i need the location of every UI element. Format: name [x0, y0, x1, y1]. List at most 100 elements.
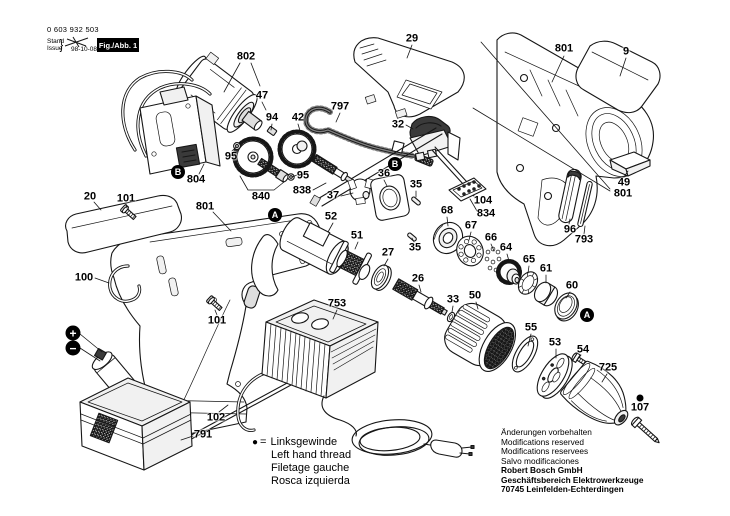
legend-line-en: Left hand thread	[271, 449, 352, 461]
part-label-802-0: 802	[236, 50, 256, 63]
part-label-42-3: 42	[291, 111, 305, 124]
clip-100	[108, 264, 142, 303]
part-label-104-18: 104	[473, 194, 493, 207]
part-label-33-35: 33	[446, 293, 460, 306]
part-label-753-49: 753	[327, 297, 347, 310]
detail-ref-badge-a-3: A	[580, 308, 594, 322]
part-label-94-2: 94	[265, 111, 279, 124]
part-label-26-34: 26	[411, 272, 425, 285]
part-label-66-22: 66	[484, 231, 498, 244]
stand-label: Stand	[47, 38, 64, 45]
part-label-49-29: 49	[617, 176, 631, 189]
part-label-61-25: 61	[539, 262, 553, 275]
pin-35-upper	[411, 196, 421, 206]
contact-plate-104	[448, 177, 487, 202]
part-label-95-4: 95	[224, 150, 238, 163]
note-de: Änderungen vorbehalten	[501, 427, 592, 437]
note-es: Salvo modificaciones	[501, 455, 579, 466]
bushing-68	[432, 221, 464, 255]
shaft-838	[311, 154, 354, 184]
stand-issue-brace: }	[59, 36, 64, 52]
left-hand-thread-dot-icon: ●	[252, 437, 259, 448]
legend-line-es: Rosca izquierda	[271, 475, 350, 487]
part-label-838-8: 838	[292, 184, 312, 197]
pin-35-lower	[407, 232, 417, 242]
note-fr: Modifications reservees	[501, 446, 589, 456]
legend-line-fr: Filetage gauche	[271, 462, 350, 474]
footer-block: Änderungen vorbehalten Modifications res…	[501, 427, 644, 495]
part-label-37-9: 37	[326, 189, 340, 202]
screw-101-top	[120, 204, 137, 221]
part-label-54-39: 54	[576, 343, 590, 356]
power-plug	[430, 439, 463, 458]
part-label-47-1: 47	[255, 89, 269, 102]
part-label-95-7: 95	[296, 169, 310, 182]
part-label-793-28: 793	[574, 233, 594, 246]
polarity-badge-0: +	[65, 325, 81, 341]
part-label-797-11: 797	[330, 100, 350, 113]
part-label-64-23: 64	[499, 241, 513, 254]
flange-disc-53	[536, 353, 573, 399]
polarity-badge-1: −	[65, 340, 81, 356]
chuck-725	[560, 360, 629, 426]
part-label-50-36: 50	[468, 289, 482, 302]
housing-panel-20	[65, 194, 182, 254]
gear-hub-64	[496, 259, 522, 285]
ring-plate-36	[370, 174, 410, 221]
battery-contact	[93, 347, 107, 361]
washer-stack-60	[554, 292, 579, 322]
issue-date: 98-10-08	[71, 46, 98, 53]
part-label-725-40: 725	[598, 361, 618, 374]
housing-panel-9	[575, 40, 661, 114]
part-label-801-44: 801	[195, 200, 215, 213]
part-label-53-38: 53	[548, 336, 562, 349]
insert-96	[558, 168, 582, 224]
legend-equals: =	[260, 436, 267, 448]
part-label-36-15: 36	[377, 167, 391, 180]
sleeve-61	[533, 281, 559, 307]
leader-lines	[79, 41, 629, 441]
motor-cover-29	[353, 37, 465, 119]
part-label-32-12: 32	[391, 118, 405, 131]
part-label-101-43: 101	[116, 192, 136, 205]
screw-101-bottom	[206, 295, 223, 312]
part-label-27-33: 27	[381, 246, 395, 259]
note-en: Modifications reserved	[501, 436, 585, 447]
part-label-107-41: 107	[630, 401, 650, 414]
charger-753	[261, 299, 379, 399]
document-part-number: 0 603 932 503	[47, 25, 99, 34]
part-label-51-32: 51	[350, 229, 364, 242]
part-label-801-13: 801	[554, 42, 574, 55]
carrier-37	[347, 178, 374, 205]
ball-bearing-67	[456, 235, 484, 267]
crossed-out-date-scribble	[64, 36, 89, 48]
part-label-55-37: 55	[524, 321, 538, 334]
part-label-791-48: 791	[193, 428, 213, 441]
detail-ref-badge-a-2: A	[268, 208, 282, 222]
spindle-26	[392, 278, 448, 316]
part-label-834-19: 834	[476, 207, 496, 220]
left-hand-thread-marker-0	[636, 394, 644, 402]
wire-bail	[121, 69, 212, 158]
part-label-35-17: 35	[408, 241, 422, 254]
part-label-840-6: 840	[251, 190, 271, 203]
part-label-68-20: 68	[440, 204, 454, 217]
part-label-801-30: 801	[613, 187, 633, 200]
motor-802	[175, 51, 263, 133]
clutch-ring-50	[444, 302, 517, 372]
part-label-96-27: 96	[563, 223, 577, 236]
legend-line-de: Linksgewinde	[270, 436, 338, 448]
switch-module-804	[139, 86, 221, 175]
charger-cable	[321, 395, 475, 458]
detail-ref-badge-b-0: B	[171, 165, 185, 179]
issue-label: Issue	[47, 45, 63, 52]
part-label-9-14: 9	[622, 45, 630, 58]
strap-797	[303, 105, 434, 167]
company-city: 70745 Leinfelden-Echterdingen	[501, 484, 624, 494]
part-label-67-21: 67	[464, 219, 478, 232]
battery-pack-791	[79, 377, 193, 471]
part-label-804-5: 804	[186, 173, 206, 186]
figure-label: Fig./Abb. 1	[97, 38, 139, 52]
